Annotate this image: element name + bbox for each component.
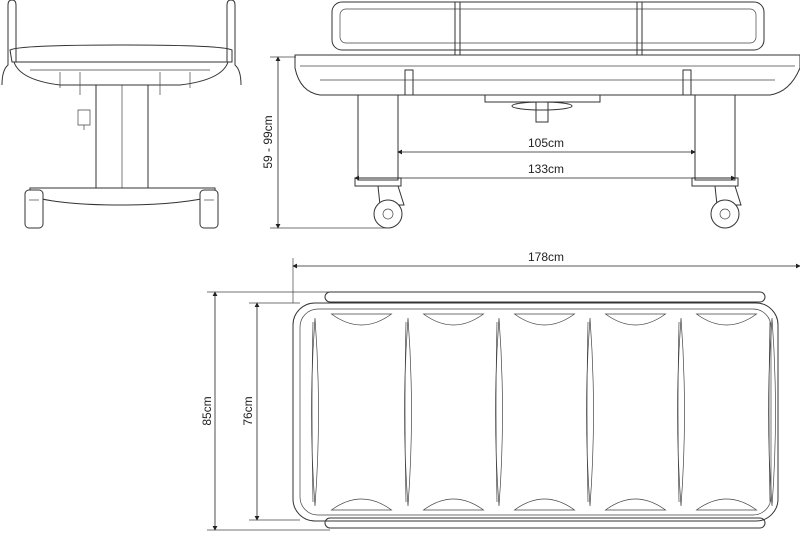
dim-platform-width: 76cm [241,396,255,425]
slot-line [495,321,498,503]
half-moon-top [604,313,667,326]
top-dimensions [207,258,800,531]
dim-column-spacing: 105cm [528,136,564,150]
dim-height-range: 59 - 99cm [261,115,275,168]
half-moon-bottom [422,498,485,511]
side-dimensions [270,56,736,229]
front-view [1,0,242,229]
half-moon-top [513,313,576,326]
dim-total-width: 85cm [200,396,214,425]
half-moon-bottom [604,498,667,511]
dim-wheel-spacing: 133cm [528,162,564,176]
half-moon-bottom [695,498,758,511]
slot-line [404,321,407,503]
half-moon-top [330,313,393,326]
half-moon-bottom [330,498,393,511]
slot-line [768,321,771,503]
slot-line [311,321,314,503]
half-moon-top [422,313,485,326]
slot-line [677,321,680,503]
slot-line [586,321,589,503]
dim-total-length: 178cm [528,250,564,264]
top-view [292,291,779,529]
side-view [294,1,800,229]
half-moon-bottom [513,498,576,511]
half-moon-top [695,313,758,326]
